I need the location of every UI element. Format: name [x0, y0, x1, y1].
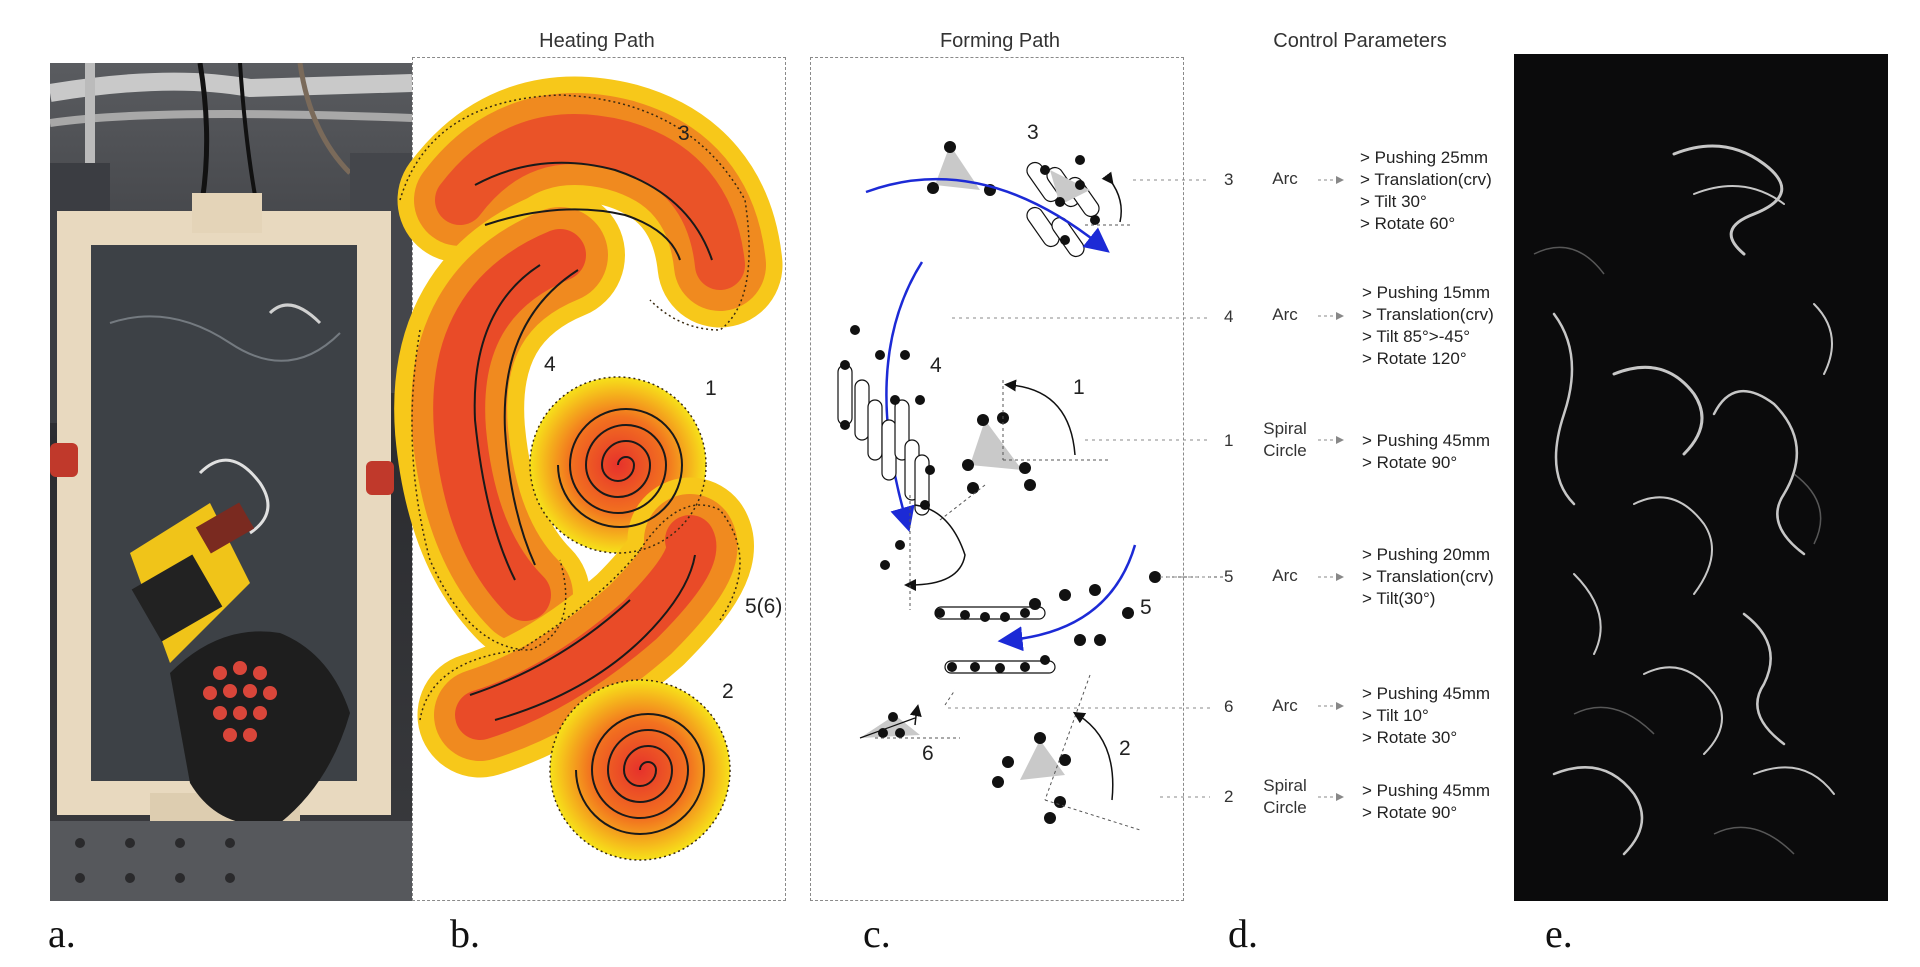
panel-label-b: b. [450, 911, 480, 956]
forming-label-2: 2 [1119, 737, 1131, 760]
forming-path-title: Forming Path [939, 30, 1061, 52]
heating-path-title: Heating Path [539, 30, 655, 52]
forming-label-4: 4 [930, 354, 942, 377]
forming-label-1: 1 [1073, 376, 1085, 399]
control-params-5: > Pushing 20mm> Translation(crv)> Tilt(3… [1362, 545, 1494, 608]
control-step-6: 6 [1224, 697, 1234, 716]
control-params-6: > Pushing 45mm> Tilt 10°> Rotate 30° [1362, 684, 1491, 747]
control-step-1: 1 [1224, 431, 1234, 450]
control-params-4: > Pushing 15mm> Translation(crv)> Tilt 8… [1362, 283, 1494, 368]
forming-path-frame [810, 57, 1184, 901]
panel-label-e: e. [1545, 911, 1573, 956]
panel-label-a: a. [48, 911, 76, 956]
heating-label-4: 4 [544, 353, 556, 376]
control-params-3: > Pushing 25mm> Translation(crv)> Tilt 3… [1360, 148, 1492, 233]
control-params-2: > Pushing 45mm> Rotate 90° [1362, 781, 1491, 822]
control-step-5: 5 [1224, 567, 1234, 586]
forming-label-6: 6 [922, 742, 934, 765]
heating-label-1: 1 [705, 377, 717, 400]
control-type-6: Arc [1272, 696, 1298, 715]
control-params-1: > Pushing 45mm> Rotate 90° [1362, 431, 1491, 472]
photo-formed-glass [1514, 54, 1888, 901]
control-type-4: Arc [1272, 305, 1298, 324]
control-step-4: 4 [1224, 307, 1234, 326]
forming-label-5: 5 [1140, 596, 1152, 619]
control-type-3: Arc [1272, 169, 1298, 188]
heating-label-2: 2 [722, 680, 734, 703]
control-step-2: 2 [1224, 787, 1234, 806]
control-type-5: Arc [1272, 566, 1298, 585]
panel-label-d: d. [1228, 911, 1258, 956]
heating-label-3: 3 [678, 122, 690, 145]
panel-label-c: c. [863, 911, 891, 956]
formed-glass-illustration [1514, 54, 1888, 901]
control-parameters-title: Control Parameters [1273, 30, 1447, 52]
heating-label-5-6: 5(6) [745, 595, 783, 618]
control-step-3: 3 [1224, 170, 1234, 189]
forming-label-3: 3 [1027, 121, 1039, 144]
